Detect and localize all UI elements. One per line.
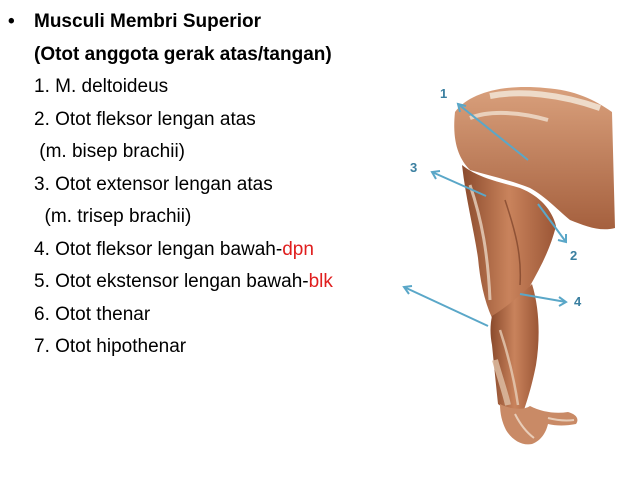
arrow-3 <box>431 171 487 197</box>
list-item: 2. Otot fleksor lengan atas <box>34 108 256 130</box>
list-item: (m. bisep brachii) <box>34 141 185 162</box>
list-item-suffix: blk <box>308 271 333 292</box>
label-3: 3 <box>410 160 417 175</box>
list-item: (m. trisep brachii) <box>34 206 192 227</box>
label-4: 4 <box>574 294 582 309</box>
slide-title: Musculi Membri Superior <box>34 11 261 32</box>
title-line: • Musculi Membri Superior <box>8 6 333 39</box>
list-item: 3. Otot extensor lengan atas <box>34 173 273 195</box>
list-item: 4. Otot fleksor lengan bawah-dpn <box>34 238 314 260</box>
label-2: 2 <box>570 248 577 263</box>
list-item: 1. M. deltoideus <box>34 76 169 97</box>
slide-text: • Musculi Membri Superior (Otot anggota g… <box>8 6 333 364</box>
arrow-2 <box>537 203 567 243</box>
upper-arm-shape <box>462 165 556 318</box>
bullet-icon: • <box>8 11 15 32</box>
arrow-5 <box>403 286 489 327</box>
annotation-arrows <box>402 102 568 327</box>
deltoid-shape <box>454 87 615 230</box>
list-item: 6. Otot thenar <box>34 303 151 325</box>
list-item-suffix: dpn <box>282 238 314 260</box>
arrow-1 <box>457 103 529 161</box>
label-1: 1 <box>440 86 447 101</box>
arrow-4 <box>519 293 567 303</box>
slide-subtitle: (Otot anggota gerak atas/tangan) <box>34 43 332 65</box>
hand-shape <box>500 404 578 445</box>
list-item: 5. Otot ekstensor lengan bawah-blk <box>34 271 333 292</box>
list-item: 7. Otot hipothenar <box>34 336 187 357</box>
